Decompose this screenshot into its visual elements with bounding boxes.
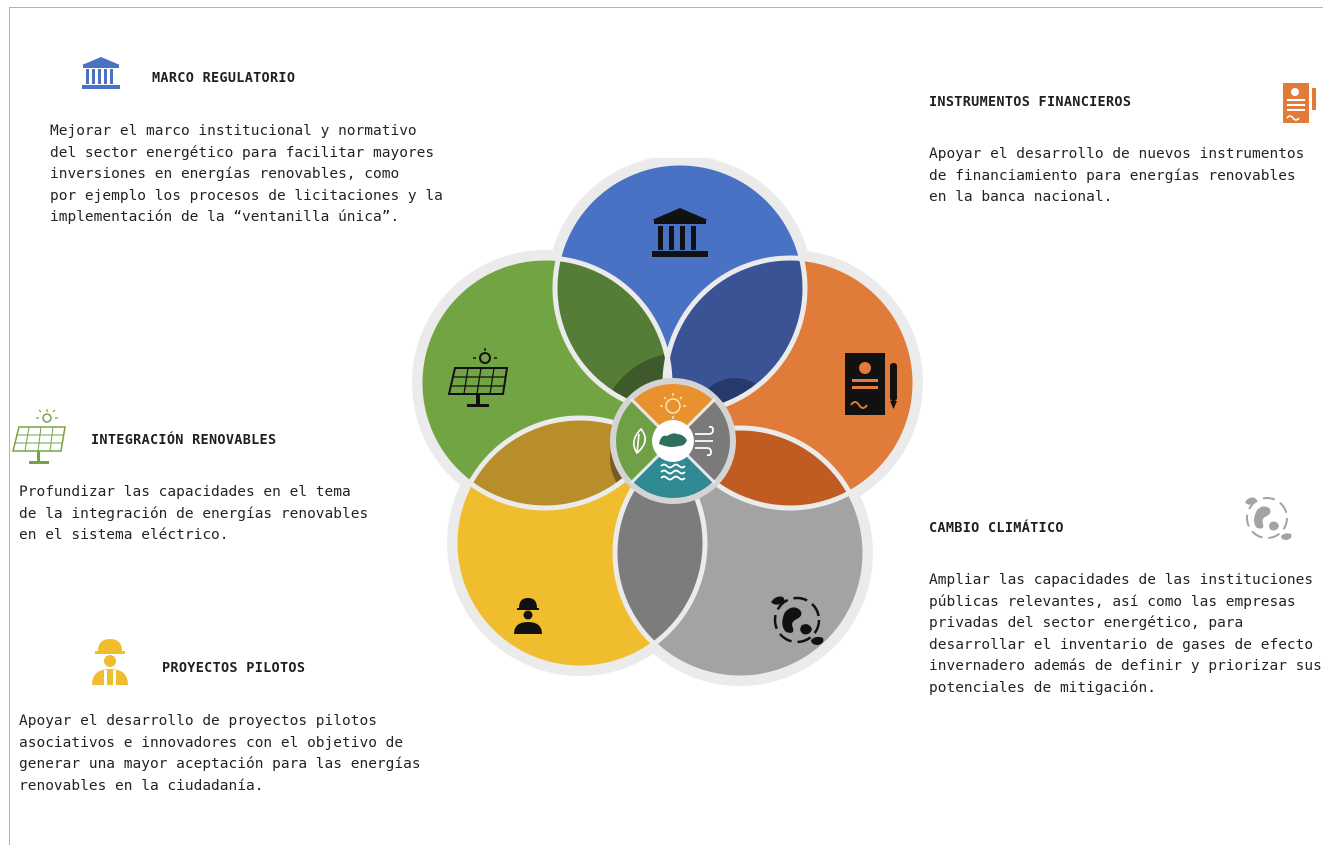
bank-building-icon	[82, 57, 120, 89]
proyectos-pilotos-text: Apoyar el desarrollo de proyectos piloto…	[19, 713, 421, 794]
center-leaf-icon	[633, 427, 646, 455]
center-sun-icon	[660, 393, 686, 419]
venn-contract-icon	[845, 353, 897, 415]
venn-diagram	[412, 158, 923, 686]
center-water-icon	[660, 463, 686, 481]
marco-regulatorio-title: MARCO REGULATORIO	[152, 70, 296, 86]
dominican-republic-map-icon	[659, 433, 687, 447]
contract-document-icon	[1283, 83, 1316, 123]
center-wind-icon	[695, 425, 714, 457]
integracion-renovables-text: Profundizar las capacidades en el tema d…	[19, 484, 369, 543]
proyectos-pilotos-title: PROYECTOS PILOTOS	[162, 660, 306, 676]
instrumentos-financieros-text: Apoyar el desarrollo de nuevos instrumen…	[929, 146, 1305, 205]
solar-panel-icon	[12, 409, 66, 464]
venn-worker-icon	[514, 598, 542, 634]
globe-cycle-icon	[1245, 497, 1292, 540]
venn-solar-panel-icon	[447, 348, 509, 407]
marco-regulatorio-text: Mejorar el marco institucional y normati…	[50, 123, 443, 225]
diagram-frame	[9, 7, 1323, 845]
cambio-climatico-text: Ampliar las capacidades de las instituci…	[929, 572, 1322, 696]
instrumentos-financieros-title: INSTRUMENTOS FINANCIEROS	[929, 94, 1132, 110]
venn-center-hub	[610, 378, 736, 504]
venn-globe-icon	[771, 596, 824, 645]
venn-bank-icon	[652, 208, 708, 257]
construction-worker-icon	[92, 639, 128, 685]
cambio-climatico-title: CAMBIO CLIMÁTICO	[929, 520, 1064, 536]
integracion-renovables-title: INTEGRACIÓN RENOVABLES	[91, 432, 277, 448]
